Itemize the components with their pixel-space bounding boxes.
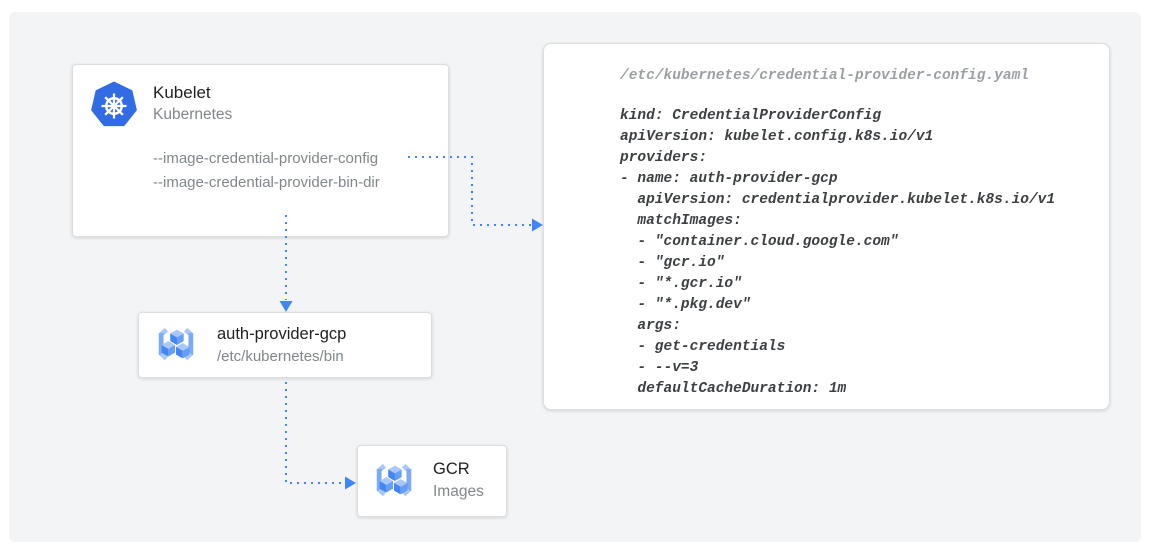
kubernetes-logo-icon — [91, 81, 137, 127]
auth-provider-title: auth-provider-gcp — [217, 325, 347, 343]
kubelet-title: Kubelet — [153, 83, 211, 102]
kubelet-flags: --image-credential-provider-config --ima… — [153, 147, 380, 195]
gcr-title: GCR — [433, 460, 470, 478]
arrowhead-right-config — [532, 218, 543, 232]
gcr-registry-icon — [376, 463, 412, 497]
config-file-path: /etc/kubernetes/credential-provider-conf… — [620, 68, 1029, 84]
arrowhead-down-auth — [279, 301, 293, 312]
config-file-code: kind: CredentialProviderConfig apiVersio… — [620, 108, 1056, 397]
gcr-node: GCR Images — [357, 445, 507, 517]
flag-image-credential-provider-config: --image-credential-provider-config — [153, 150, 379, 167]
credential-provider-config-card: /etc/kubernetes/credential-provider-conf… — [543, 43, 1110, 410]
auth-provider-gcp-node: auth-provider-gcp /etc/kubernetes/bin — [138, 312, 432, 378]
kubelet-node: Kubelet Kubernetes --image-credential-pr… — [72, 64, 449, 237]
gcr-subtitle: Images — [433, 483, 484, 500]
flag-image-credential-provider-bin-dir: --image-credential-provider-bin-dir — [153, 174, 380, 191]
arrowhead-right-gcr — [345, 476, 356, 490]
kubelet-subtitle: Kubernetes — [153, 106, 233, 123]
diagram-canvas: Kubelet Kubernetes --image-credential-pr… — [9, 12, 1141, 542]
arrow-auth-provider-to-gcr — [285, 382, 345, 484]
gcr-registry-icon — [158, 327, 194, 361]
auth-provider-subtitle: /etc/kubernetes/bin — [217, 348, 344, 365]
